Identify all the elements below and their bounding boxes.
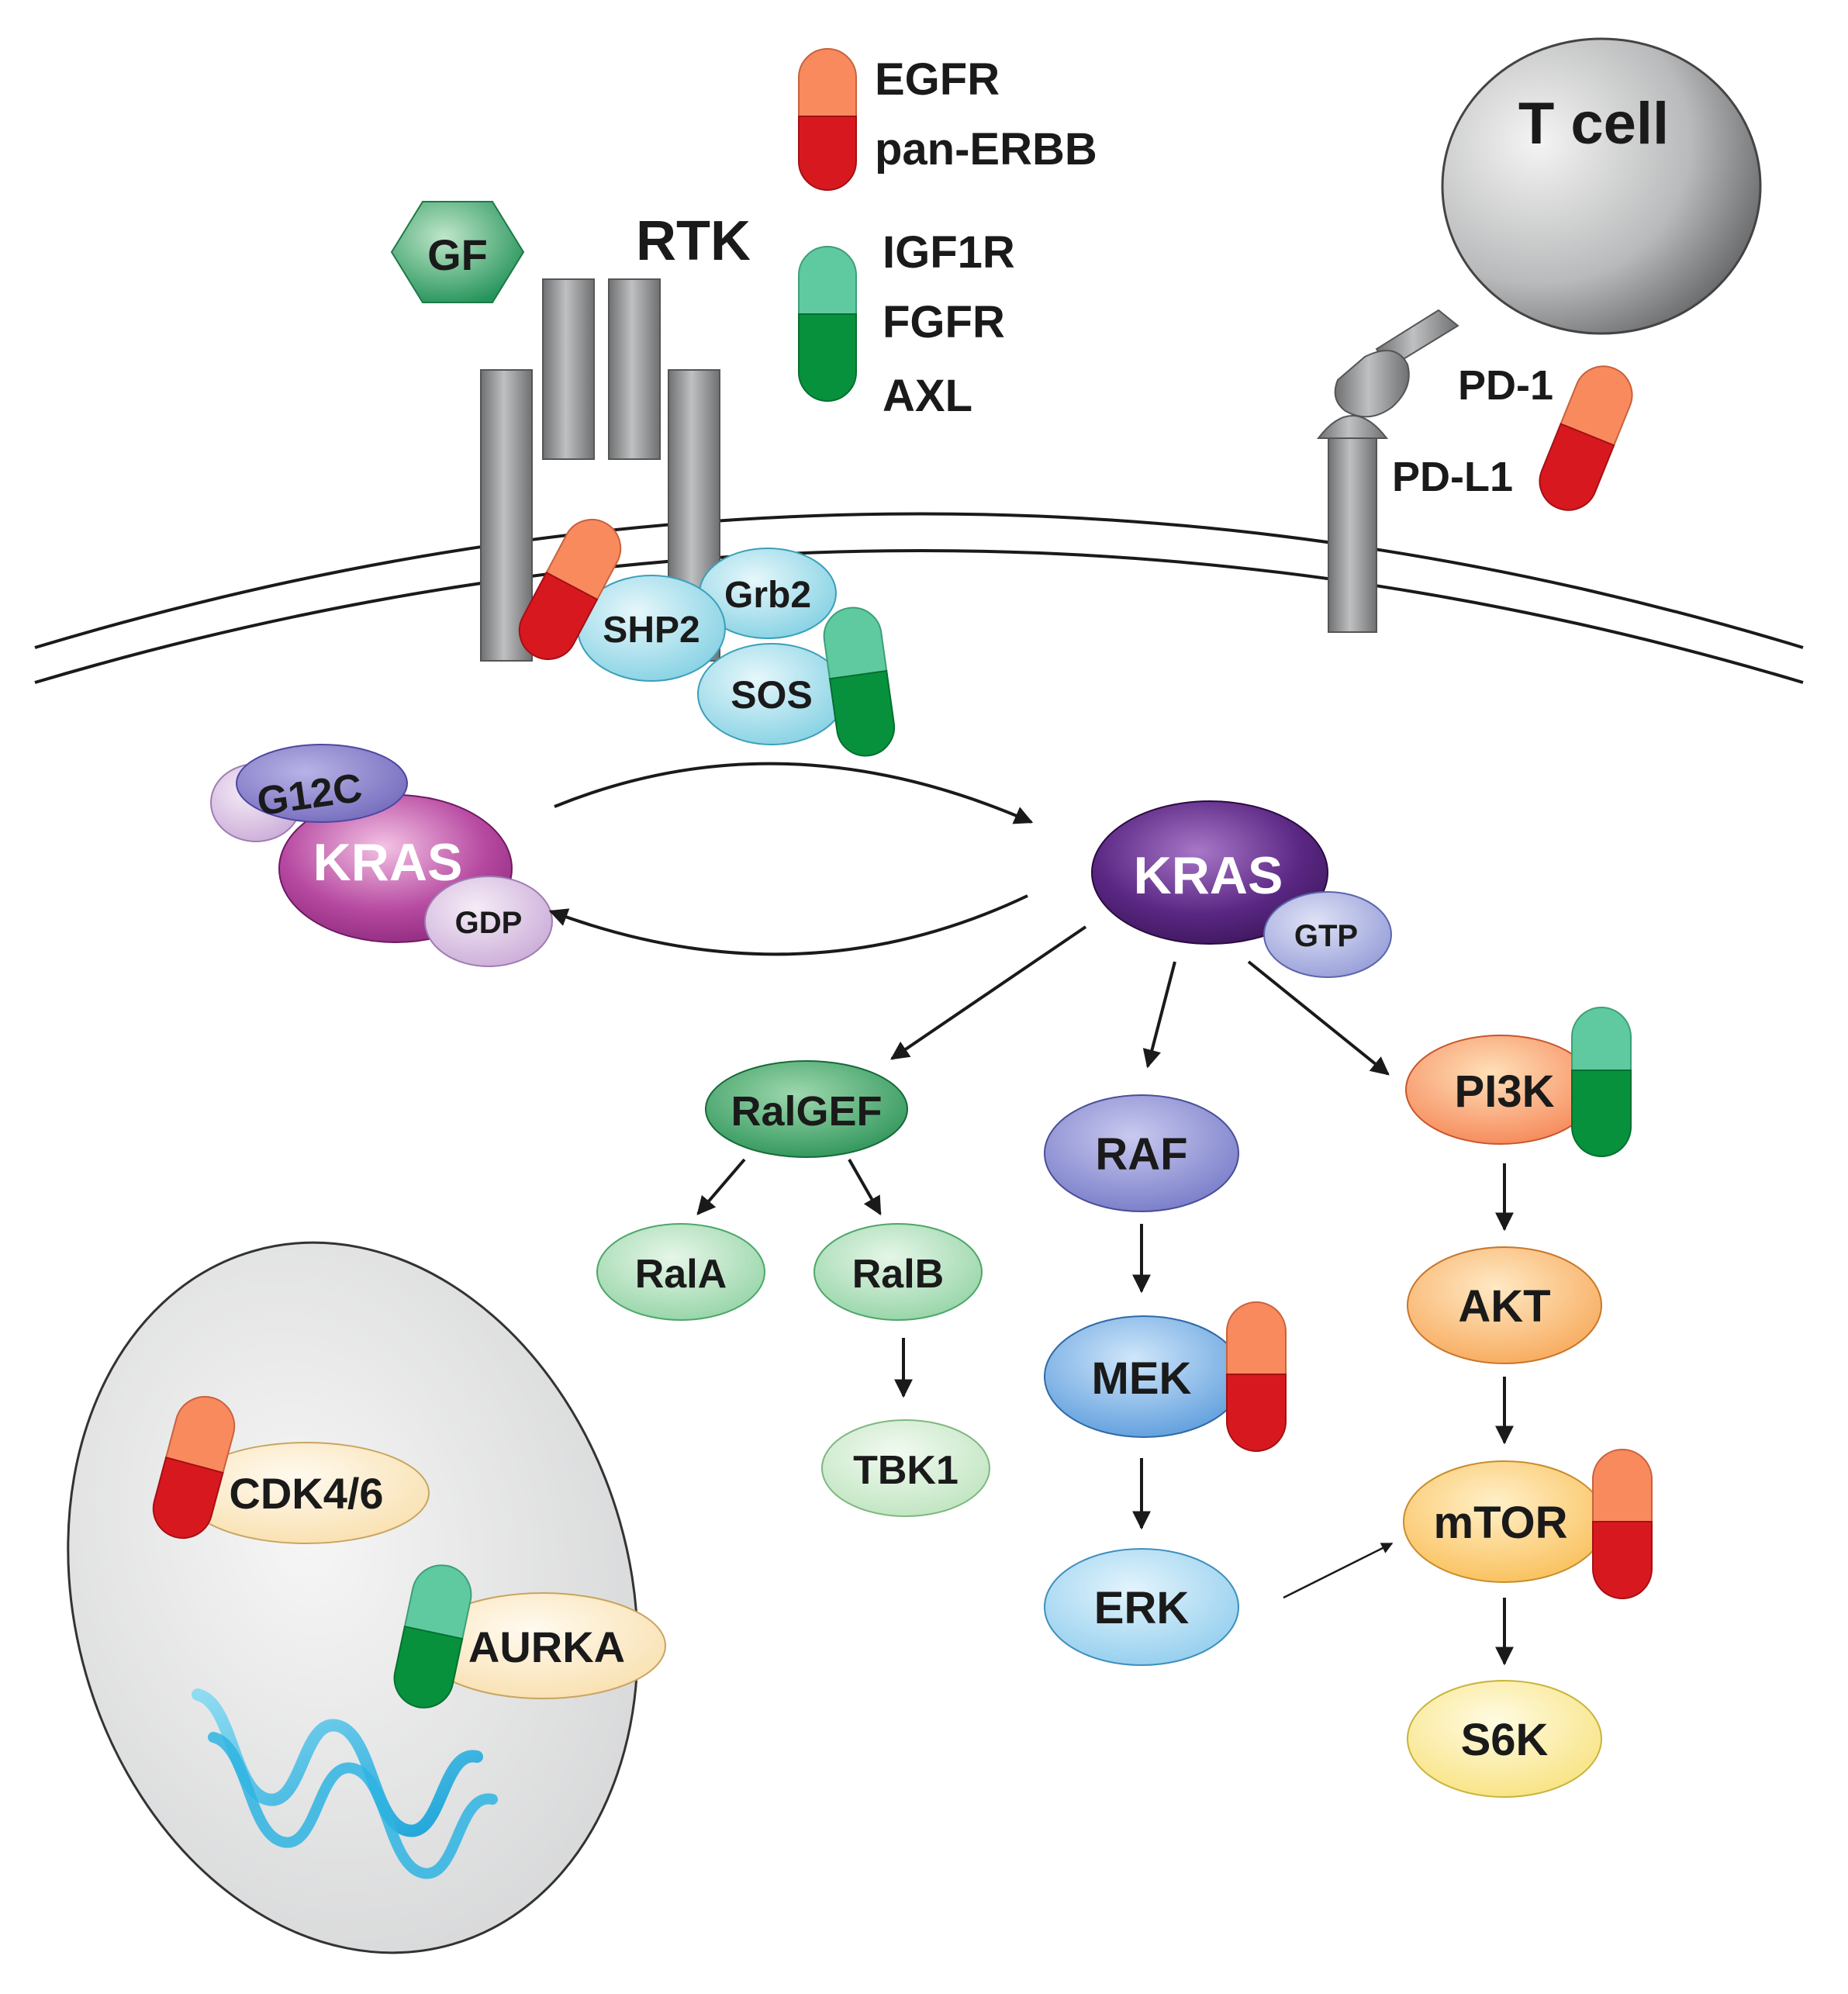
erk-label: ERK xyxy=(1094,1583,1190,1633)
shp2-inhibitor-pill-icon xyxy=(518,519,622,660)
raf-node xyxy=(1044,1094,1239,1212)
rtk-label: RTK xyxy=(636,210,751,272)
shp2-label: SHP2 xyxy=(603,610,699,651)
legend: EGFR pan-ERBB IGF1R FGFR AXL xyxy=(798,48,1097,421)
akt-label: AKT xyxy=(1458,1281,1550,1332)
kras-active-label: KRAS xyxy=(1134,846,1283,905)
arrow-kras-pi3k xyxy=(1247,960,1390,1076)
arrow-ralgef-rala xyxy=(696,1158,746,1215)
raf-label: RAF xyxy=(1095,1129,1187,1180)
grb2-label: Grb2 xyxy=(724,575,811,616)
legend-green-pill-icon xyxy=(798,246,857,402)
aurka-inhibitor-pill-icon xyxy=(393,1564,472,1709)
tbk1-label: TBK1 xyxy=(853,1448,959,1493)
kras-active-node xyxy=(1091,800,1392,978)
rala-label: RalA xyxy=(635,1252,727,1297)
mek-label: MEK xyxy=(1092,1353,1192,1404)
erk-node xyxy=(1044,1548,1239,1666)
legend-label-pan-erbb: pan-ERBB xyxy=(875,124,1097,175)
pdl1-label: PD-L1 xyxy=(1392,454,1513,500)
pi3k-label: PI3K xyxy=(1455,1066,1555,1117)
cell-membrane xyxy=(34,512,1804,684)
cdk46-inhibitor-pill-icon xyxy=(152,1395,236,1540)
pi3k-inhibitor-pill-icon xyxy=(1571,1007,1632,1157)
ralgef-label: RalGEF xyxy=(731,1088,882,1135)
dna-helix-icon xyxy=(192,1688,498,1879)
sos-label: SOS xyxy=(731,673,813,717)
sos-inhibitor-pill-icon xyxy=(823,606,896,757)
activation-arrow xyxy=(554,762,1034,824)
tcell-label: T cell xyxy=(1518,91,1669,157)
rala-node xyxy=(596,1223,765,1321)
kras-inactive-node xyxy=(210,744,553,967)
pd1-inhibitor-pill-icon xyxy=(1539,365,1633,511)
arrow-erk-mtor xyxy=(1283,1542,1394,1599)
kras-inactive-label: KRAS xyxy=(313,833,463,892)
s6k-label: S6K xyxy=(1461,1715,1549,1765)
mek-inhibitor-pill-icon xyxy=(1226,1301,1287,1452)
gdp-label: GDP xyxy=(455,906,523,940)
gf-label: GF xyxy=(427,230,488,279)
legend-label-fgfr: FGFR xyxy=(883,297,1005,347)
pd-l1-receptor xyxy=(1316,415,1389,633)
ralb-node xyxy=(813,1223,983,1321)
gtp-label: GTP xyxy=(1294,919,1358,953)
pd1-label: PD-1 xyxy=(1458,362,1553,409)
legend-label-igf1r: IGF1R xyxy=(883,227,1015,278)
ralb-label: RalB xyxy=(852,1252,944,1297)
s6k-node xyxy=(1407,1680,1602,1798)
arrow-ralgef-ralb xyxy=(848,1159,882,1216)
arrow-kras-ralgef xyxy=(890,925,1087,1060)
arrow-kras-raf xyxy=(1142,961,1176,1069)
gf-ligand xyxy=(390,201,525,303)
ralgef-node xyxy=(705,1060,908,1158)
legend-label-axl: AXL xyxy=(883,371,972,421)
inactivation-arrow xyxy=(548,894,1028,956)
tbk1-node xyxy=(821,1419,990,1517)
akt-node xyxy=(1407,1246,1602,1364)
mtor-label: mTOR xyxy=(1434,1498,1568,1548)
tcell xyxy=(1334,37,1762,418)
legend-red-pill-icon xyxy=(798,48,857,191)
cdk46-label: CDK4/6 xyxy=(229,1469,383,1518)
legend-label-egfr: EGFR xyxy=(875,54,1000,105)
mtor-inhibitor-pill-icon xyxy=(1592,1449,1653,1599)
aurka-label: AURKA xyxy=(468,1623,625,1671)
